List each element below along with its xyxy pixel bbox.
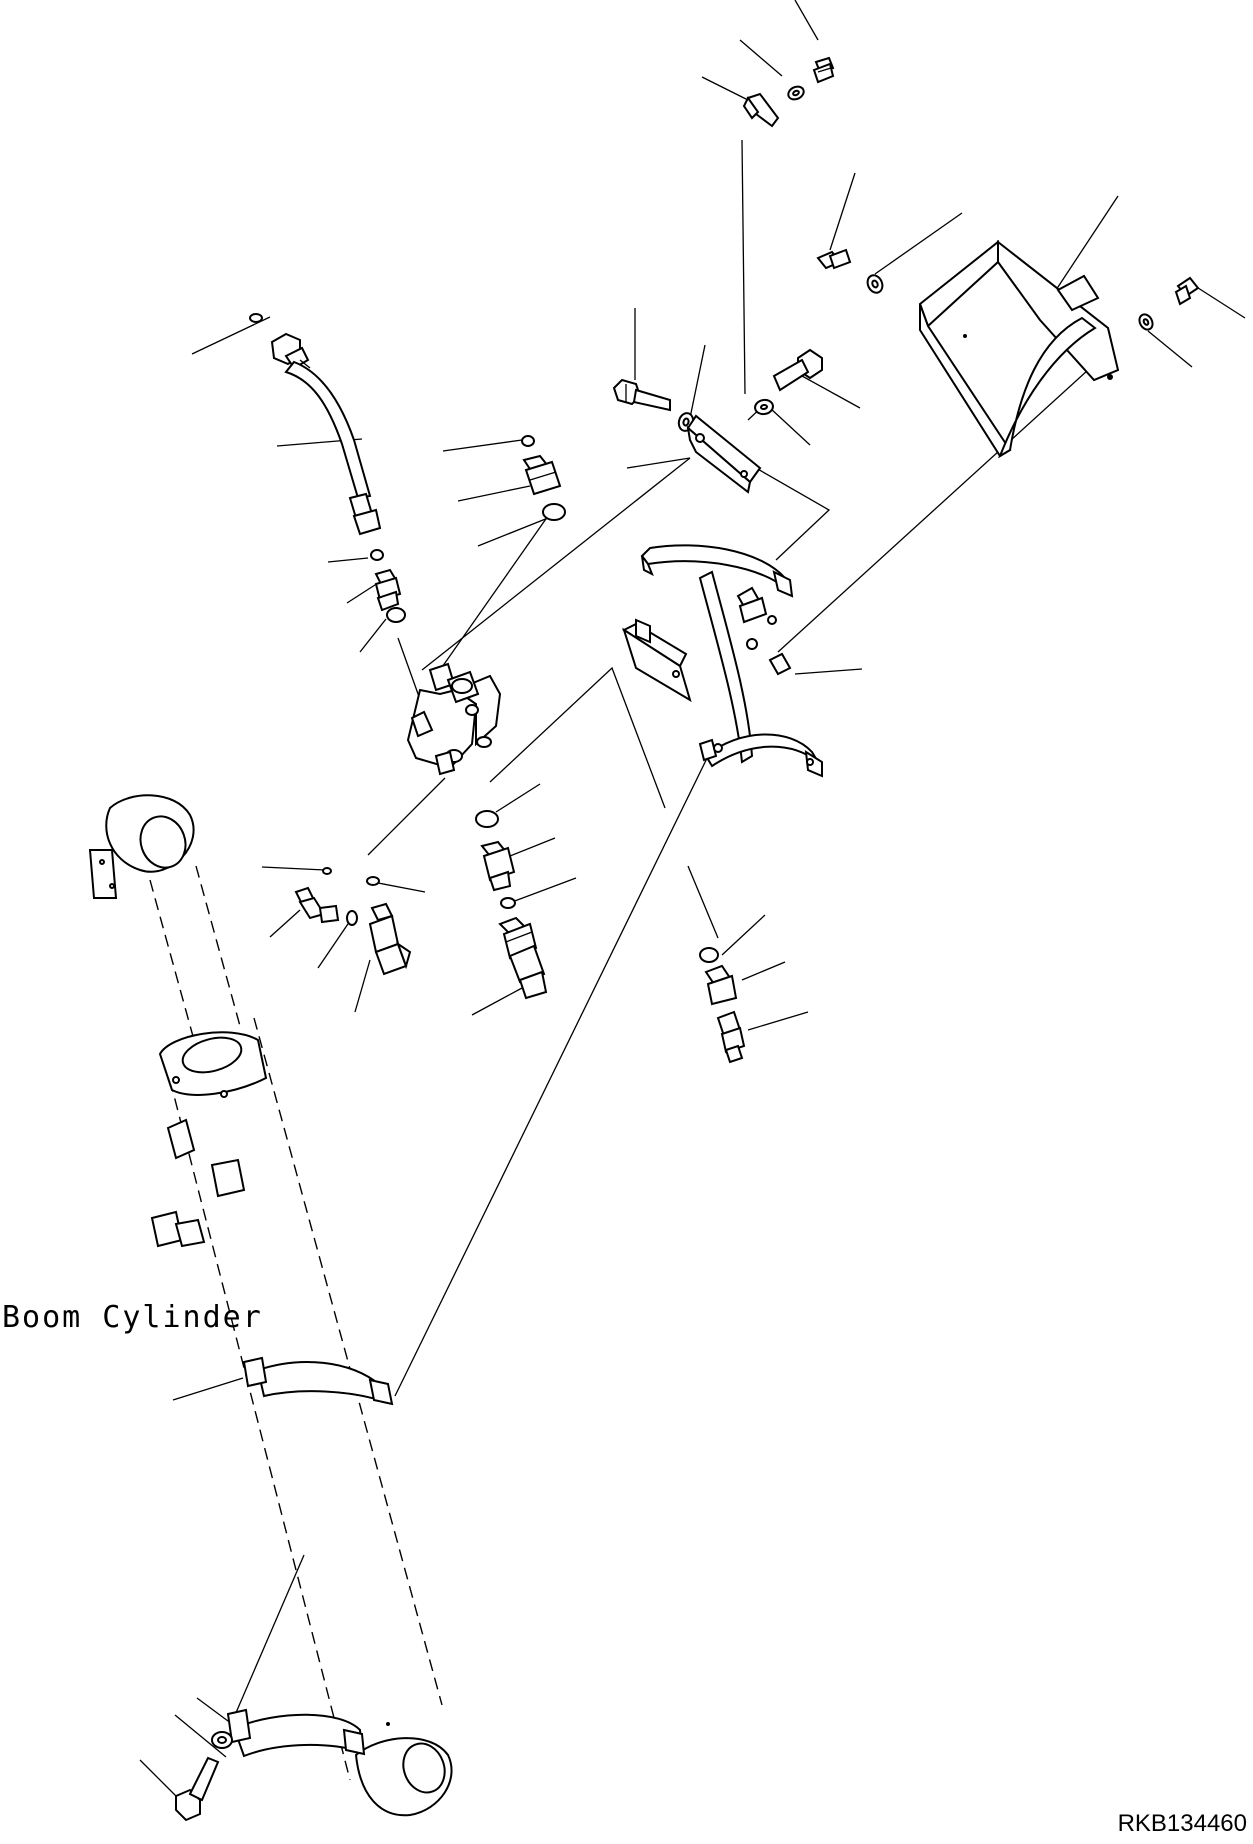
relief-valve-icon: [500, 918, 546, 998]
o-ring-icon: [543, 504, 565, 520]
top-bolt-icon: [814, 58, 833, 82]
straight-fitting-icon: [524, 456, 560, 494]
sensor-block-icon: [370, 904, 410, 974]
clamp-bracket-assembly-icon: [624, 545, 822, 776]
washer-icon: [212, 1732, 232, 1748]
bolt-icon: [1176, 278, 1198, 304]
top-washer-icon: [786, 84, 806, 102]
large-bolt-icon: [774, 350, 822, 390]
pressure-sensor-icon: [718, 1012, 744, 1062]
connection-lines: [235, 140, 1110, 1715]
o-ring-icon: [367, 877, 379, 885]
bolt-icon: [818, 250, 850, 268]
washer-icon: [754, 399, 774, 416]
boom-cylinder-label: Boom Cylinder: [2, 1300, 263, 1335]
bottom-bolt-icon: [176, 1758, 218, 1820]
drawing-number: RKB134460: [1117, 1810, 1247, 1837]
hydraulic-hose-icon: [250, 314, 380, 534]
elbow-fitting-icon: [296, 888, 338, 922]
o-ring-icon: [522, 436, 534, 446]
protective-cover-icon: [920, 242, 1118, 456]
hose-clip-icon: [744, 94, 778, 126]
o-ring-icon: [323, 868, 331, 874]
o-ring-icon: [700, 948, 718, 962]
o-ring-icon: [347, 911, 357, 925]
o-ring-icon: [387, 608, 405, 622]
straight-fitting-icon: [706, 966, 736, 1004]
o-ring-icon: [501, 898, 515, 908]
straight-fitting-icon: [376, 570, 400, 610]
o-ring-icon: [371, 550, 383, 560]
large-bolt-icon: [614, 380, 670, 410]
control-valve-icon: [408, 664, 500, 774]
boom-cylinder-icon: [90, 795, 452, 1815]
washer-icon: [1137, 312, 1155, 332]
washer-icon: [865, 273, 885, 295]
mounting-bracket-icon: [688, 416, 760, 492]
leader-lines: [140, 0, 1245, 1810]
o-ring-icon: [476, 811, 498, 827]
straight-fitting-icon: [482, 842, 514, 890]
